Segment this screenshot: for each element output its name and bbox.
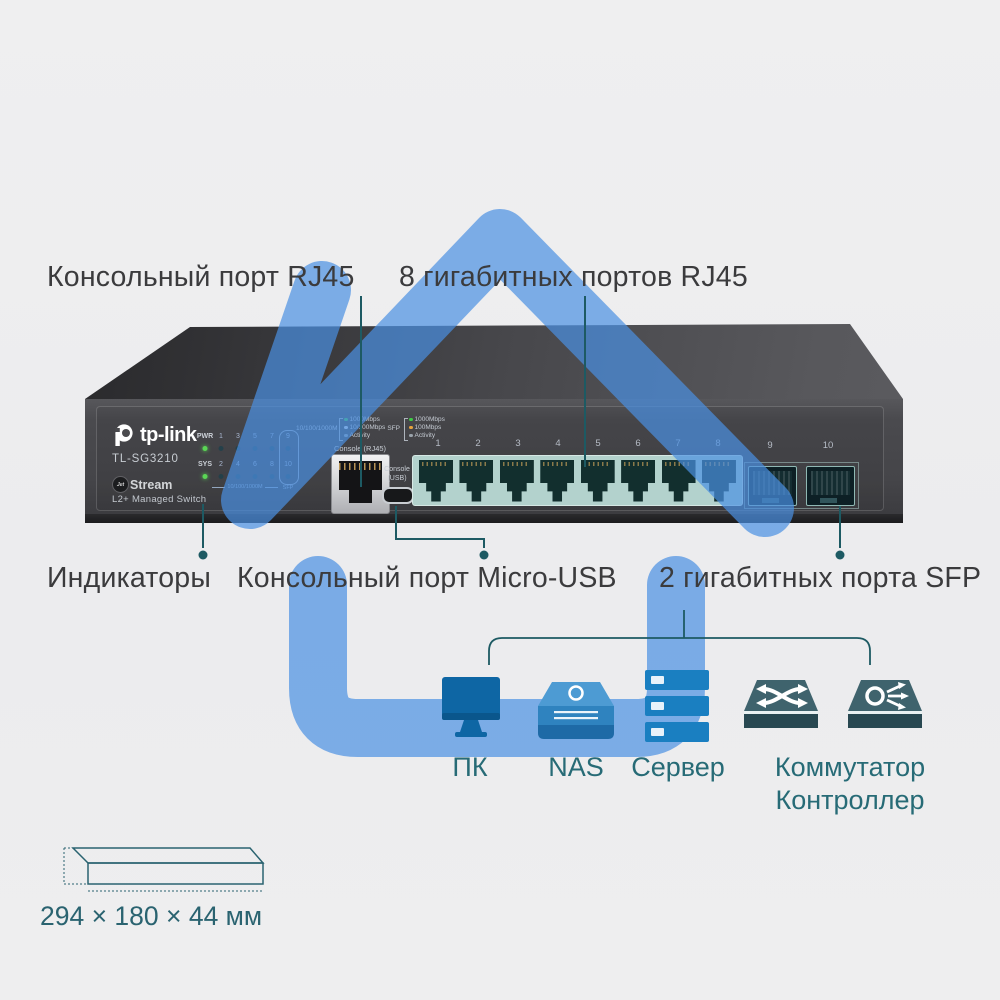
port-number: 3 <box>515 438 521 449</box>
dimensions-label: 294 × 180 × 44 мм <box>40 901 263 931</box>
console-usb-label-1: Console <box>384 466 410 473</box>
legend-item-text: 100Mbps <box>414 424 442 431</box>
led-port-number: 2 <box>219 461 223 468</box>
jetstream-text: Stream <box>130 477 173 492</box>
led-pwr-label: PWR <box>196 433 214 440</box>
sfp-port <box>806 466 855 506</box>
model-number: TL-SG3210 <box>112 453 179 465</box>
port-number: 4 <box>555 438 561 449</box>
device-label-pc: ПК <box>452 752 488 782</box>
tp-link-logo: tp-link <box>112 423 197 447</box>
network-switch-icon <box>744 680 818 728</box>
server-icon <box>645 670 709 742</box>
sfp-number: 10 <box>822 440 834 451</box>
led-sys-label: SYS <box>197 461 213 468</box>
tp-link-logo-icon <box>115 424 133 446</box>
device-label-nas: NAS <box>548 752 604 782</box>
rj45-port-block <box>412 455 743 506</box>
legend-item-text: 10/100Mbps <box>349 424 386 431</box>
legend-dot-green <box>409 417 413 422</box>
legend-sfp-items: 1000Mbps 100Mbps Activity <box>409 416 445 439</box>
switch-subtitle: L2+ Managed Switch <box>112 494 207 505</box>
label-console-usb: Консольный порт Micro-USB <box>237 562 617 594</box>
jetstream-logo: Jet Stream <box>112 476 172 493</box>
label-indicators: Индикаторы <box>47 562 212 594</box>
legend-sfp-bracket <box>404 418 408 441</box>
led-port-number: 3 <box>236 433 240 440</box>
brand-name: tp-link <box>140 423 197 446</box>
sfp-number: 9 <box>767 440 773 451</box>
controller-icon <box>848 680 922 728</box>
legend-item-text: 1000Mbps <box>414 416 445 423</box>
nas-icon <box>538 682 614 739</box>
legend-item-text: Activity <box>349 432 371 439</box>
port-number: 1 <box>435 438 441 449</box>
led-port <box>218 474 224 479</box>
led-port-number: 1 <box>219 433 223 440</box>
label-2-sfp-ports: 2 гигабитных порта SFP <box>659 562 982 594</box>
port-number: 6 <box>635 438 641 449</box>
label-console-rj45: Консольный порт RJ45 <box>47 261 355 293</box>
legend-dot-activity <box>409 433 413 438</box>
device-label-controller: Контроллер <box>775 785 925 815</box>
rj45-port <box>419 459 453 502</box>
legend-sfp-label: SFP <box>387 425 400 432</box>
console-usb-label-2: (USB) <box>387 475 407 482</box>
pointer-sfp-dot <box>835 550 845 560</box>
pointer-usb <box>395 506 485 548</box>
port-number: 5 <box>595 438 601 449</box>
led-pwr <box>202 446 208 451</box>
device-label-server: Сервер <box>631 752 725 782</box>
pointer-indicators-dot <box>198 550 208 560</box>
label-8-gigabit-ports: 8 гигабитных портов RJ45 <box>399 261 748 293</box>
pc-icon <box>442 677 500 737</box>
jetstream-badge: Jet <box>112 476 129 493</box>
port-number: 2 <box>475 438 481 449</box>
led-sys <box>202 474 208 479</box>
led-port <box>218 446 224 451</box>
device-label-switch: Коммутатор <box>774 752 926 782</box>
legend-dot-amber <box>409 425 413 430</box>
switch-base-edge <box>85 514 903 523</box>
pointer-usb-dot <box>479 550 489 560</box>
legend-item-text: Activity <box>414 432 436 439</box>
devices-bracket <box>488 610 871 665</box>
dimensions-drawing <box>63 847 265 892</box>
